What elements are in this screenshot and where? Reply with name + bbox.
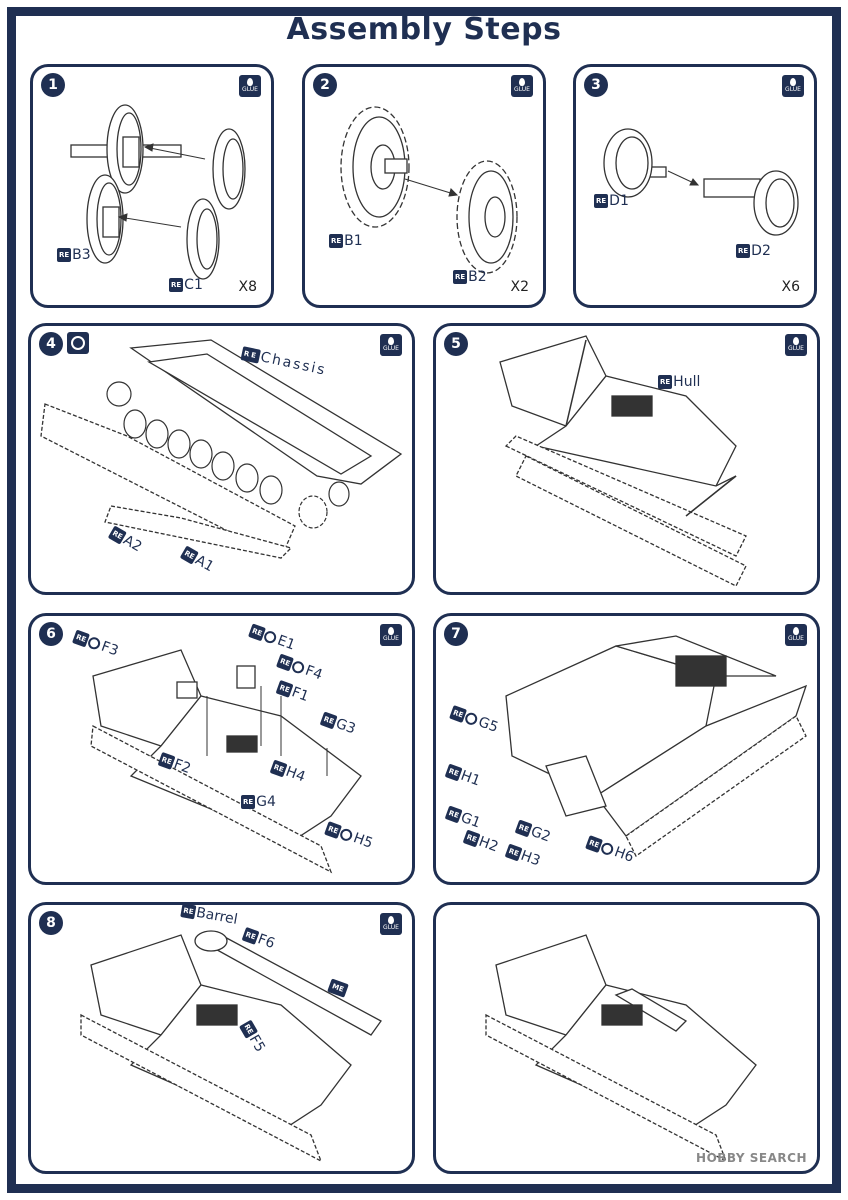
step-number: 5 bbox=[444, 332, 468, 356]
rear-hull-drawing bbox=[505, 635, 808, 857]
glue-bottle-icon: GLUE bbox=[782, 75, 804, 97]
step-number: 4 bbox=[39, 332, 63, 356]
multiplier: X6 bbox=[781, 279, 801, 295]
glue-bottle-icon: GLUE bbox=[380, 334, 402, 356]
step-number: 2 bbox=[313, 73, 337, 97]
rotate-icon bbox=[67, 332, 89, 354]
step-number: 1 bbox=[41, 73, 65, 97]
multiplier: X2 bbox=[510, 279, 530, 295]
glue-bottle-icon: GLUE bbox=[785, 334, 807, 356]
glue-bottle-icon: GLUE bbox=[380, 913, 402, 935]
idler-wheel-drawing bbox=[603, 128, 799, 236]
chassis-drawing bbox=[40, 339, 403, 559]
multiplier: X8 bbox=[238, 279, 258, 295]
watermark: HOBBY SEARCH bbox=[696, 1151, 807, 1165]
glue-bottle-icon: GLUE bbox=[785, 624, 807, 646]
road-wheel-drawing bbox=[70, 104, 246, 280]
step-final-panel: HOBBY SEARCH bbox=[433, 902, 820, 1174]
glue-bottle-icon: GLUE bbox=[380, 624, 402, 646]
glue-bottle-icon: GLUE bbox=[511, 75, 533, 97]
glue-bottle-icon: GLUE bbox=[239, 75, 261, 97]
completed-vehicle-drawing bbox=[485, 934, 757, 1163]
step-number: 3 bbox=[584, 73, 608, 97]
step-number: 7 bbox=[444, 622, 468, 646]
barrel-install-drawing bbox=[80, 930, 382, 1163]
step-number: 6 bbox=[39, 622, 63, 646]
step-number: 8 bbox=[39, 911, 63, 935]
sprocket-drawing bbox=[340, 106, 518, 274]
page-title: Assembly Steps bbox=[286, 12, 562, 47]
hull-detail-drawing bbox=[90, 649, 362, 874]
hull-drawing bbox=[499, 335, 747, 587]
